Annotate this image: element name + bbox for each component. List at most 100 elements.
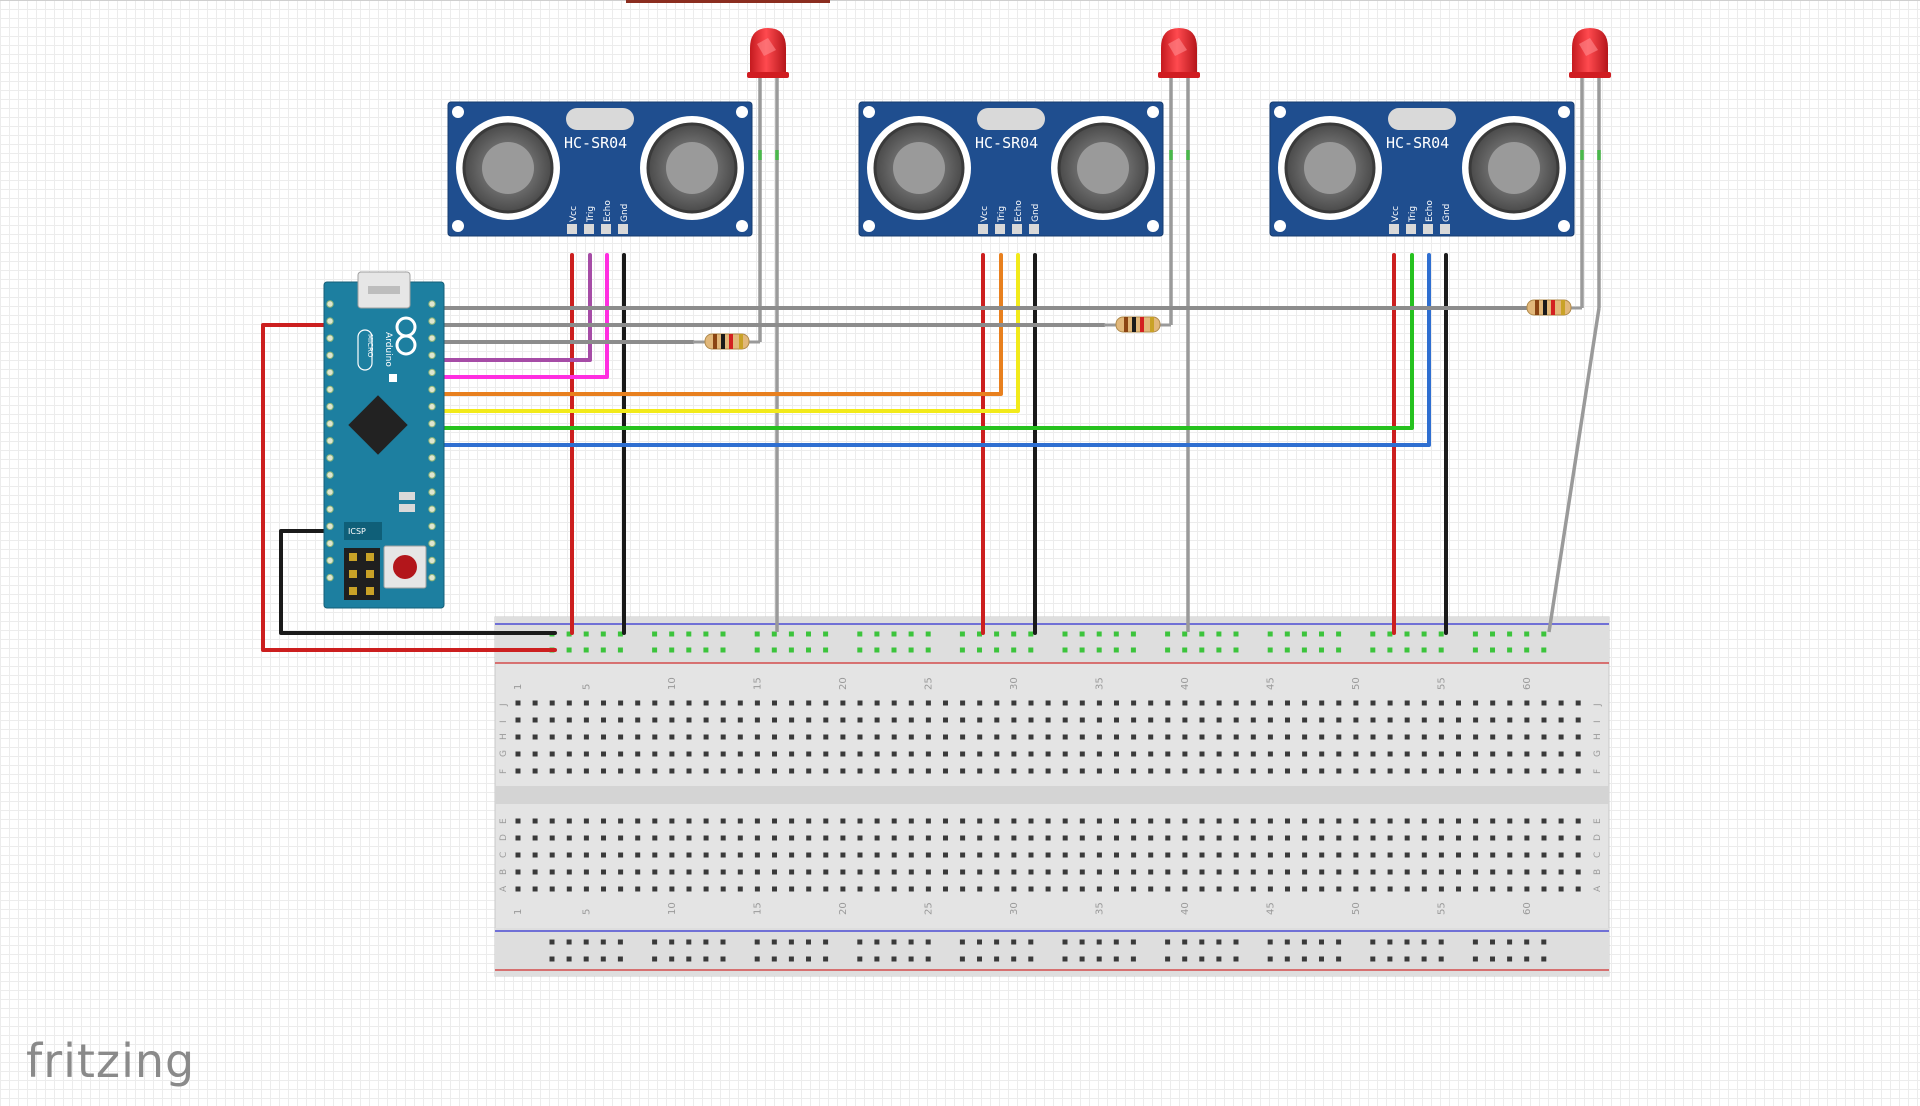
breadboard-hole[interactable] [1182,631,1188,637]
breadboard-hole[interactable] [943,768,948,774]
breadboard-hole[interactable] [925,751,931,757]
breadboard-hole[interactable] [1541,700,1547,706]
breadboard-hole[interactable] [1421,835,1427,841]
breadboard-hole[interactable] [788,939,794,945]
breadboard-hole[interactable] [1165,852,1171,858]
breadboard-hole[interactable] [583,835,589,841]
breadboard-hole[interactable] [1113,939,1119,945]
breadboard-hole[interactable] [600,647,606,653]
breadboard-hole[interactable] [669,700,675,706]
arduino-header-pin[interactable] [428,334,436,342]
breadboard-hole[interactable] [1387,852,1393,858]
breadboard-hole[interactable] [1199,956,1205,962]
breadboard-hole[interactable] [515,886,521,892]
breadboard-hole[interactable] [583,751,589,757]
breadboard-hole[interactable] [600,939,606,945]
breadboard-hole[interactable] [1404,939,1410,945]
breadboard-hole[interactable] [840,835,846,841]
breadboard-hole[interactable] [977,818,983,824]
breadboard-hole[interactable] [1524,886,1530,892]
breadboard-hole[interactable] [806,886,812,892]
arduino-header-pin[interactable] [326,420,334,428]
breadboard-hole[interactable] [1353,700,1359,706]
breadboard-hole[interactable] [1182,956,1188,962]
breadboard-hole[interactable] [857,852,863,858]
wire-s2-echo[interactable] [432,253,1020,413]
breadboard-hole[interactable] [532,869,538,875]
breadboard-hole[interactable] [515,835,521,841]
breadboard-hole[interactable] [1182,647,1188,653]
breadboard-hole[interactable] [1319,818,1325,824]
breadboard-hole[interactable] [1199,717,1205,723]
breadboard-hole[interactable] [1045,751,1051,757]
breadboard-hole[interactable] [1336,869,1342,875]
breadboard-hole[interactable] [994,956,1000,962]
breadboard-hole[interactable] [1165,717,1171,723]
led-2[interactable] [1158,28,1200,632]
breadboard-hole[interactable] [1490,768,1496,774]
breadboard-hole[interactable] [1114,869,1119,875]
breadboard-hole[interactable] [1285,751,1290,757]
breadboard-hole[interactable] [1472,956,1478,962]
breadboard-hole[interactable] [1387,768,1393,774]
breadboard-hole[interactable] [1267,647,1273,653]
breadboard-hole[interactable] [1353,818,1359,824]
breadboard-hole[interactable] [652,734,658,740]
breadboard-hole[interactable] [1148,768,1154,774]
breadboard-hole[interactable] [720,768,726,774]
breadboard-hole[interactable] [960,768,966,774]
breadboard-hole[interactable] [703,886,709,892]
breadboard-hole[interactable] [806,751,812,757]
breadboard-hole[interactable] [1079,768,1085,774]
breadboard-hole[interactable] [1438,818,1444,824]
breadboard-hole[interactable] [1114,852,1119,858]
arduino-header-pin[interactable] [326,454,334,462]
breadboard-hole[interactable] [652,700,658,706]
breadboard-hole[interactable] [1438,751,1444,757]
breadboard-hole[interactable] [601,818,606,824]
breadboard-hole[interactable] [1096,886,1102,892]
breadboard-hole[interactable] [1233,835,1239,841]
breadboard-hole[interactable] [1473,734,1479,740]
breadboard-hole[interactable] [754,956,760,962]
breadboard-hole[interactable] [720,886,726,892]
breadboard-hole[interactable] [806,734,812,740]
breadboard-hole[interactable] [1028,956,1034,962]
breadboard-hole[interactable] [600,631,606,637]
breadboard-hole[interactable] [1336,852,1342,858]
breadboard-hole[interactable] [1507,768,1513,774]
breadboard-hole[interactable] [1199,631,1205,637]
breadboard-hole[interactable] [994,717,1000,723]
breadboard-hole[interactable] [737,768,743,774]
breadboard-hole[interactable] [720,852,726,858]
breadboard-hole[interactable] [669,869,675,875]
breadboard-hole[interactable] [1438,700,1444,706]
breadboard-hole[interactable] [601,768,606,774]
breadboard-hole[interactable] [618,700,624,706]
breadboard-hole[interactable] [1301,956,1307,962]
breadboard-hole[interactable] [669,768,675,774]
breadboard-hole[interactable] [1233,852,1239,858]
breadboard-hole[interactable] [1079,835,1085,841]
breadboard-hole[interactable] [840,734,846,740]
arduino-header-pin[interactable] [428,385,436,394]
breadboard-hole[interactable] [566,818,572,824]
breadboard-hole[interactable] [1524,717,1530,723]
breadboard-hole[interactable] [994,734,1000,740]
breadboard-hole[interactable] [1319,717,1325,723]
breadboard-hole[interactable] [1199,768,1205,774]
breadboard-hole[interactable] [1011,818,1017,824]
breadboard-hole[interactable] [1301,631,1307,637]
breadboard-hole[interactable] [1353,852,1359,858]
breadboard-hole[interactable] [1267,700,1273,706]
breadboard-hole[interactable] [618,818,624,824]
breadboard-hole[interactable] [1045,886,1051,892]
breadboard-hole[interactable] [1267,956,1273,962]
breadboard-hole[interactable] [1456,717,1461,723]
breadboard-hole[interactable] [1267,717,1273,723]
arduino-header-pin[interactable] [326,300,334,308]
breadboard-hole[interactable] [754,852,760,858]
breadboard-hole[interactable] [532,852,538,858]
breadboard-hole[interactable] [1165,700,1171,706]
breadboard-hole[interactable] [1524,734,1530,740]
